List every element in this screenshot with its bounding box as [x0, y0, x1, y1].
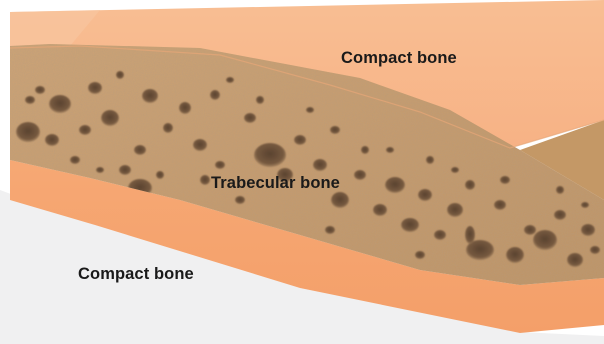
trabecular-pore [465, 180, 475, 190]
trabecular-pore [556, 186, 564, 194]
trabecular-pore [179, 102, 191, 114]
trabecular-pore [533, 230, 557, 250]
trabecular-pore [401, 218, 419, 232]
trabecular-pore [415, 251, 425, 259]
trabecular-pore [306, 107, 314, 113]
trabecular-pore [500, 176, 510, 184]
trabecular-pore [354, 170, 366, 180]
trabecular-pore [313, 159, 327, 171]
trabecular-pore [45, 134, 59, 146]
trabecular-pore [116, 71, 124, 79]
trabecular-pore [581, 202, 589, 208]
trabecular-pore [426, 156, 434, 164]
trabecular-pore [447, 203, 463, 217]
trabecular-pore [581, 224, 595, 236]
trabecular-pore [226, 77, 234, 83]
trabecular-pore [361, 146, 369, 154]
trabecular-pore [156, 171, 164, 179]
trabecular-pore [506, 247, 524, 263]
trabecular-pore [451, 167, 459, 173]
trabecular-pore [567, 253, 583, 267]
trabecular-pore [465, 226, 475, 244]
trabecular-pore [200, 175, 210, 185]
trabecular-pore [16, 122, 40, 142]
trabecular-pore [49, 95, 71, 113]
trabecular-pore [256, 96, 264, 104]
trabecular-pore [590, 246, 600, 254]
trabecular-pore [210, 90, 220, 100]
trabecular-pore [434, 230, 446, 240]
trabecular-pore [386, 147, 394, 153]
trabecular-pore [215, 161, 225, 169]
trabecular-pore [325, 226, 335, 234]
trabecular-pore [25, 96, 35, 104]
trabecular-pore [134, 145, 146, 155]
trabecular-pore [554, 210, 566, 220]
trabecular-pore [418, 189, 432, 201]
trabecular-pore [494, 200, 506, 210]
trabecular-pore [385, 177, 405, 193]
trabecular-pore [142, 89, 158, 103]
trabecular-pore [373, 204, 387, 216]
trabecular-pore [524, 225, 536, 235]
trabecular-pore [88, 82, 102, 94]
trabecular-pore [35, 86, 45, 94]
trabecular-pore [70, 156, 80, 164]
trabecular-pore [294, 135, 306, 145]
trabecular-pore [331, 192, 349, 208]
trabecular-pore [163, 123, 173, 133]
bottom-compact-bone-label: Compact bone [78, 265, 194, 284]
trabecular-pore [244, 113, 256, 123]
trabecular-pore [193, 139, 207, 151]
trabecular-pore [96, 167, 104, 173]
trabecular-pore [119, 165, 131, 175]
trabecular-pore [79, 125, 91, 135]
top-compact-bone-label: Compact bone [341, 49, 457, 68]
trabecular-bone-label: Trabecular bone [211, 174, 340, 193]
trabecular-pore [101, 110, 119, 126]
trabecular-pore [254, 143, 286, 167]
trabecular-pore [330, 126, 340, 134]
trabecular-pore [235, 196, 245, 204]
